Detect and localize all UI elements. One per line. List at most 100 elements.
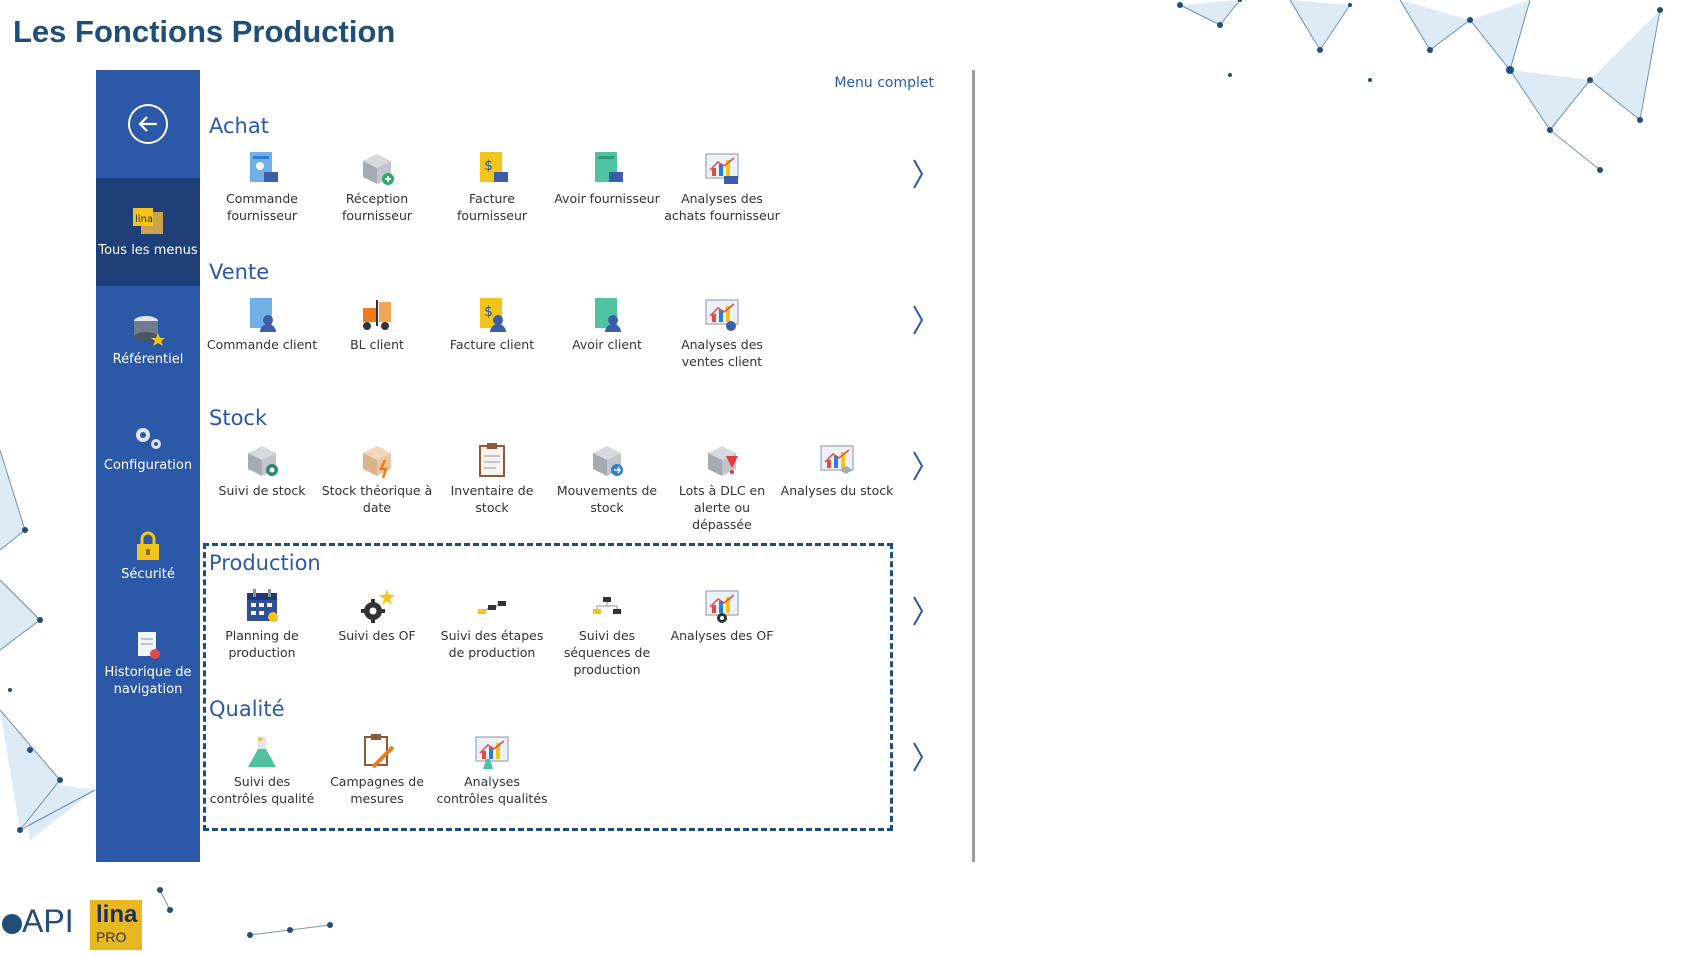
- menu-item-label: Suivi de stock: [218, 483, 306, 498]
- gear-star-icon: [361, 589, 395, 623]
- menu-item-analyses-controles[interactable]: Analyses contrôles qualités: [434, 733, 550, 807]
- sidebar-item-label: Sécurité: [121, 566, 175, 582]
- menu-item-suivi-controles-qualite[interactable]: Suivi des contrôles qualité: [204, 733, 320, 807]
- slide-title: Les Fonctions Production: [13, 14, 396, 49]
- sidebar-item-label: Configuration: [103, 457, 193, 473]
- section-production: Production Planning de production Suivi …: [200, 551, 970, 697]
- purchase-order-icon: [250, 152, 278, 182]
- chevron-right-icon[interactable]: [906, 591, 930, 631]
- menu-item-label: Suivi des contrôles qualité: [209, 774, 315, 806]
- menu-item-facture-fournisseur[interactable]: $ Facture fournisseur: [434, 150, 550, 224]
- menu-item-analyses-achats[interactable]: Analyses des achats fournisseur: [664, 150, 780, 224]
- analytics-chart-icon: [705, 299, 739, 331]
- sidebar-item-configuration[interactable]: Configuration: [96, 394, 200, 502]
- menu-item-suivi-sequences[interactable]: Suivi des séquences de production: [549, 587, 665, 678]
- expiry-alert-icon: [708, 446, 738, 476]
- menu-item-label: Analyses contrôles qualités: [436, 774, 548, 806]
- menu-panel: Menu complet Achat Commande fournisseur …: [200, 70, 970, 862]
- menu-item-bl-client[interactable]: BL client: [319, 296, 435, 353]
- analytics-chart-icon: [705, 153, 739, 184]
- lina-pro-logo: lina PRO: [90, 900, 142, 950]
- calendar-icon: [247, 589, 278, 622]
- back-area: [96, 70, 200, 178]
- chevron-right-icon[interactable]: [906, 300, 930, 340]
- menu-item-analyses-stock[interactable]: Analyses du stock: [779, 442, 895, 499]
- menu-item-label: BL client: [350, 337, 404, 352]
- menu-item-commande-client[interactable]: Commande client: [204, 296, 320, 353]
- receipt-box-icon: [363, 154, 394, 185]
- back-button[interactable]: [128, 104, 168, 144]
- menu-item-inventaire-stock[interactable]: Inventaire de stock: [434, 442, 550, 516]
- menu-item-planning-production[interactable]: Planning de production: [204, 587, 320, 661]
- menu-item-label: Facture fournisseur: [456, 191, 528, 223]
- menu-item-campagnes-mesures[interactable]: Campagnes de mesures: [319, 733, 435, 807]
- menu-item-suivi-of[interactable]: Suivi des OF: [319, 587, 435, 644]
- menu-item-label: Analyses du stock: [780, 483, 894, 498]
- chevron-right-icon[interactable]: [906, 446, 930, 486]
- sidebar-item-label: Référentiel: [112, 351, 184, 367]
- network-decoration-bottom: [157, 887, 333, 938]
- svg-text:$: $: [484, 158, 493, 174]
- menu-item-avoir-client[interactable]: Avoir client: [549, 296, 665, 353]
- menu-item-facture-client[interactable]: $ Facture client: [434, 296, 550, 353]
- menu-item-label: Commande fournisseur: [226, 191, 298, 223]
- chevron-right-icon[interactable]: [906, 737, 930, 777]
- api-logo: API: [2, 903, 74, 940]
- pro-logo-text: PRO: [96, 929, 127, 945]
- menu-item-label: Commande client: [206, 337, 318, 352]
- back-arrow-icon: [138, 116, 157, 132]
- menu-item-analyses-ventes[interactable]: Analyses des ventes client: [664, 296, 780, 370]
- analytics-chart-icon: [820, 445, 854, 474]
- inventory-clipboard-icon: [479, 443, 505, 477]
- menu-item-label: Campagnes de mesures: [330, 774, 424, 806]
- menu-item-label: Réception fournisseur: [341, 191, 413, 223]
- sidebar-item-label: Tous les menus: [98, 242, 198, 258]
- section-title: Stock: [209, 406, 268, 430]
- section-qualite: Qualité Suivi des contrôles qualité Camp…: [200, 697, 970, 843]
- menu-item-label: Mouvements de stock: [556, 483, 658, 515]
- customer-credit-icon: [595, 298, 621, 332]
- menu-item-label: Avoir client: [572, 337, 642, 352]
- sidebar-item-securite[interactable]: Sécurité: [96, 502, 200, 610]
- sidebar-item-historique[interactable]: Historique de navigation: [96, 610, 200, 718]
- gears-icon: [136, 427, 161, 449]
- chevron-right-icon[interactable]: [906, 154, 930, 194]
- panel-divider: [972, 70, 975, 862]
- menu-complet-link[interactable]: Menu complet: [834, 75, 934, 91]
- network-decoration-left: [0, 450, 96, 840]
- menu-item-label: Suivi des séquences de production: [563, 628, 651, 677]
- menu-item-mouvements-stock[interactable]: Mouvements de stock: [549, 442, 665, 516]
- invoice-icon: $: [480, 152, 508, 182]
- svg-text:lina: lina: [135, 214, 153, 225]
- menu-item-label: Planning de production: [225, 628, 299, 660]
- analytics-chart-icon: [475, 736, 509, 769]
- svg-text:$: $: [484, 304, 493, 320]
- analytics-chart-icon: [705, 590, 739, 623]
- menu-item-avoir-fournisseur[interactable]: Avoir fournisseur: [549, 150, 665, 207]
- menu-item-label: Suivi des étapes de production: [440, 628, 544, 660]
- credit-note-icon: [595, 152, 623, 182]
- database-star-icon: [134, 315, 165, 346]
- section-title: Achat: [209, 114, 269, 138]
- menu-item-stock-theorique[interactable]: Stock théorique à date: [319, 442, 435, 516]
- menu-item-commande-fournisseur[interactable]: Commande fournisseur: [204, 150, 320, 224]
- menu-item-lots-dlc[interactable]: Lots à DLC en alerte ou dépassée: [664, 442, 780, 533]
- section-title: Qualité: [209, 697, 285, 721]
- menu-item-analyses-of[interactable]: Analyses des OF: [664, 587, 780, 644]
- network-decoration-top-right: [1177, 0, 1663, 173]
- menu-item-label: Lots à DLC en alerte ou dépassée: [678, 483, 766, 532]
- flask-icon: [248, 737, 276, 767]
- stock-box-icon: [248, 446, 278, 476]
- menu-item-suivi-etapes[interactable]: Suivi des étapes de production: [434, 587, 550, 661]
- sidebar-item-tous-les-menus[interactable]: lina Tous les menus: [96, 178, 200, 286]
- history-document-icon: [138, 632, 160, 659]
- sidebar-item-referentiel[interactable]: Référentiel: [96, 286, 200, 394]
- menu-item-label: Analyses des achats fournisseur: [664, 191, 780, 223]
- menu-item-suivi-stock[interactable]: Suivi de stock: [204, 442, 320, 499]
- sidebar: lina Tous les menus Référentiel Configur…: [96, 70, 200, 862]
- sequence-icon: [593, 597, 621, 614]
- steps-icon: [478, 601, 506, 614]
- section-title: Vente: [209, 260, 270, 284]
- section-title: Production: [209, 551, 321, 575]
- menu-item-reception-fournisseur[interactable]: Réception fournisseur: [319, 150, 435, 224]
